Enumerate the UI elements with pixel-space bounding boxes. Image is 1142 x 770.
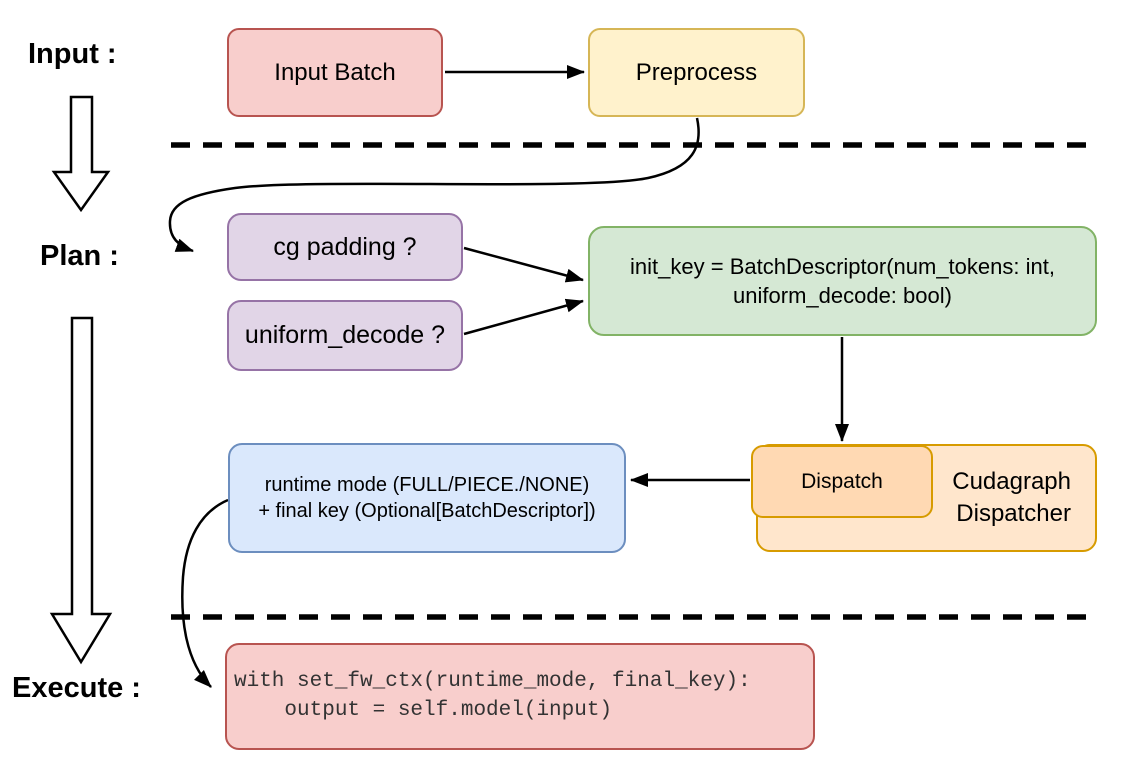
node-input-batch-label: Input Batch	[274, 58, 396, 86]
stage-label-plan: Plan :	[40, 240, 119, 272]
node-dispatch: Dispatch	[751, 445, 933, 518]
node-execute-code: with set_fw_ctx(runtime_mode, final_key)…	[225, 643, 815, 750]
node-uniform-decode: uniform_decode ?	[227, 300, 463, 371]
stage-arrow-input-to-plan	[51, 95, 111, 213]
node-preprocess-label: Preprocess	[635, 58, 758, 86]
node-runtime-mode: runtime mode (FULL/PIECE./NONE) + final …	[228, 443, 626, 553]
node-init-key-line1: init_key = BatchDescriptor(num_tokens: i…	[630, 253, 1055, 279]
node-init-key: init_key = BatchDescriptor(num_tokens: i…	[588, 226, 1097, 336]
stage-label-execute: Execute :	[12, 672, 141, 704]
node-init-key-line2: uniform_decode: bool)	[733, 283, 952, 308]
node-cudagraph-dispatcher-line1: Cudagraph	[952, 468, 1071, 496]
node-preprocess: Preprocess	[588, 28, 805, 117]
execute-code-line2: output = self.model(input)	[234, 698, 613, 722]
node-input-batch: Input Batch	[227, 28, 443, 117]
node-dispatch-label: Dispatch	[801, 469, 883, 493]
node-runtime-mode-line1: runtime mode (FULL/PIECE./NONE)	[264, 473, 590, 496]
node-cg-padding: cg padding ?	[227, 213, 463, 281]
stage-label-input: Input :	[28, 38, 117, 70]
connector-preprocess-to-cgpadding	[168, 117, 700, 253]
stage-arrow-plan-to-execute	[49, 316, 113, 665]
node-runtime-mode-line2: + final key (Optional[BatchDescriptor])	[258, 500, 596, 522]
connector-cgpadding-to-initkey	[463, 246, 584, 283]
connector-uniformdecode-to-initkey	[463, 298, 584, 336]
execute-code-line1: with set_fw_ctx(runtime_mode, final_key)…	[234, 669, 751, 693]
node-uniform-decode-label: uniform_decode ?	[244, 321, 446, 349]
node-cg-padding-label: cg padding ?	[273, 232, 417, 261]
node-cudagraph-dispatcher-line2: Dispatcher	[956, 500, 1071, 527]
connector-runtime-to-execute	[181, 498, 229, 688]
